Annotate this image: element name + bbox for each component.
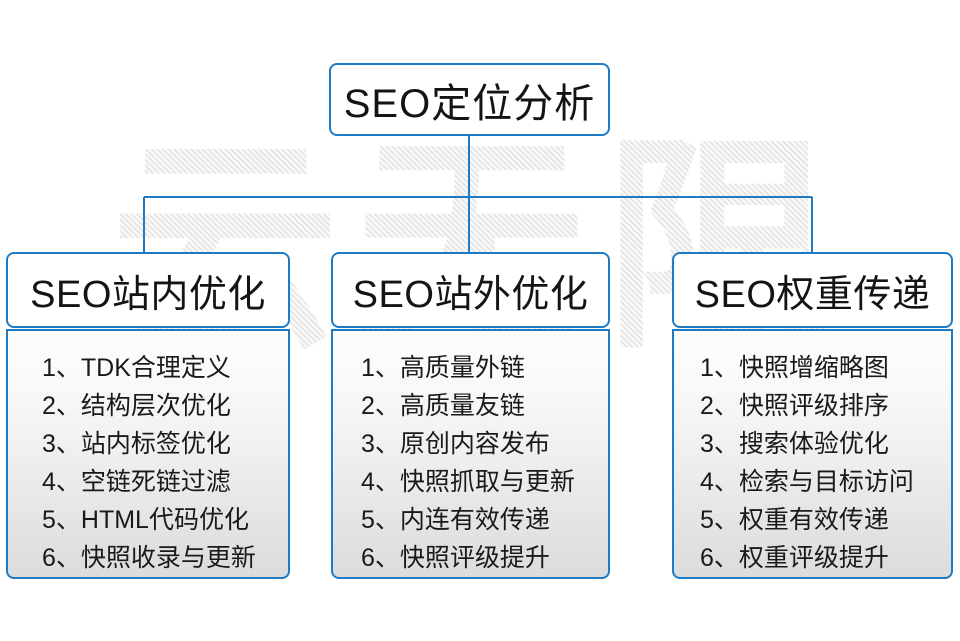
list-item: 6、快照评级提升: [361, 544, 550, 572]
list-item: 5、内连有效传递: [361, 506, 550, 534]
list-item: 4、空链死链过滤: [42, 468, 231, 496]
column-header-title-2: SEO站外优化: [352, 273, 589, 316]
column-header-2[interactable]: SEO站外优化: [331, 252, 610, 328]
list-item: 1、TDK合理定义: [42, 354, 231, 382]
list-item: 1、高质量外链: [361, 354, 525, 382]
column-body-1: 1、TDK合理定义 2、结构层次优化 3、站内标签优化 4、空链死链过滤 5、H…: [6, 329, 290, 579]
column-header-1[interactable]: SEO站内优化: [6, 252, 290, 328]
list-item: 3、站内标签优化: [42, 430, 231, 458]
list-item: 6、权重评级提升: [700, 544, 889, 572]
list-item: 3、原创内容发布: [361, 430, 550, 458]
column-header-title-1: SEO站内优化: [30, 273, 266, 316]
list-item: 2、高质量友链: [361, 392, 525, 420]
root-node-title: SEO定位分析: [343, 81, 596, 126]
column-seo-offsite: SEO站外优化 1、高质量外链 2、高质量友链 3、原创内容发布 4、快照抓取与…: [331, 252, 610, 579]
list-item: 2、结构层次优化: [42, 392, 231, 420]
list-item: 1、快照增缩略图: [700, 354, 889, 382]
list-item: 6、快照收录与更新: [42, 544, 256, 572]
column-header-title-3: SEO权重传递: [694, 273, 931, 316]
column-header-3[interactable]: SEO权重传递: [672, 252, 953, 328]
column-seo-weight-transfer: SEO权重传递 1、快照增缩略图 2、快照评级排序 3、搜索体验优化 4、检索与…: [672, 252, 953, 579]
column-body-2: 1、高质量外链 2、高质量友链 3、原创内容发布 4、快照抓取与更新 5、内连有…: [331, 329, 610, 579]
list-item: 3、搜索体验优化: [700, 430, 889, 458]
column-body-3: 1、快照增缩略图 2、快照评级排序 3、搜索体验优化 4、检索与目标访问 5、权…: [672, 329, 953, 579]
list-item: 4、快照抓取与更新: [361, 468, 575, 496]
list-item: 4、检索与目标访问: [700, 468, 914, 496]
list-item: 5、HTML代码优化: [42, 506, 249, 534]
list-item: 2、快照评级排序: [700, 392, 889, 420]
root-node[interactable]: SEO定位分析: [329, 63, 610, 136]
list-item: 5、权重有效传递: [700, 506, 889, 534]
column-seo-onsite: SEO站内优化 1、TDK合理定义 2、结构层次优化 3、站内标签优化 4、空链…: [6, 252, 290, 579]
